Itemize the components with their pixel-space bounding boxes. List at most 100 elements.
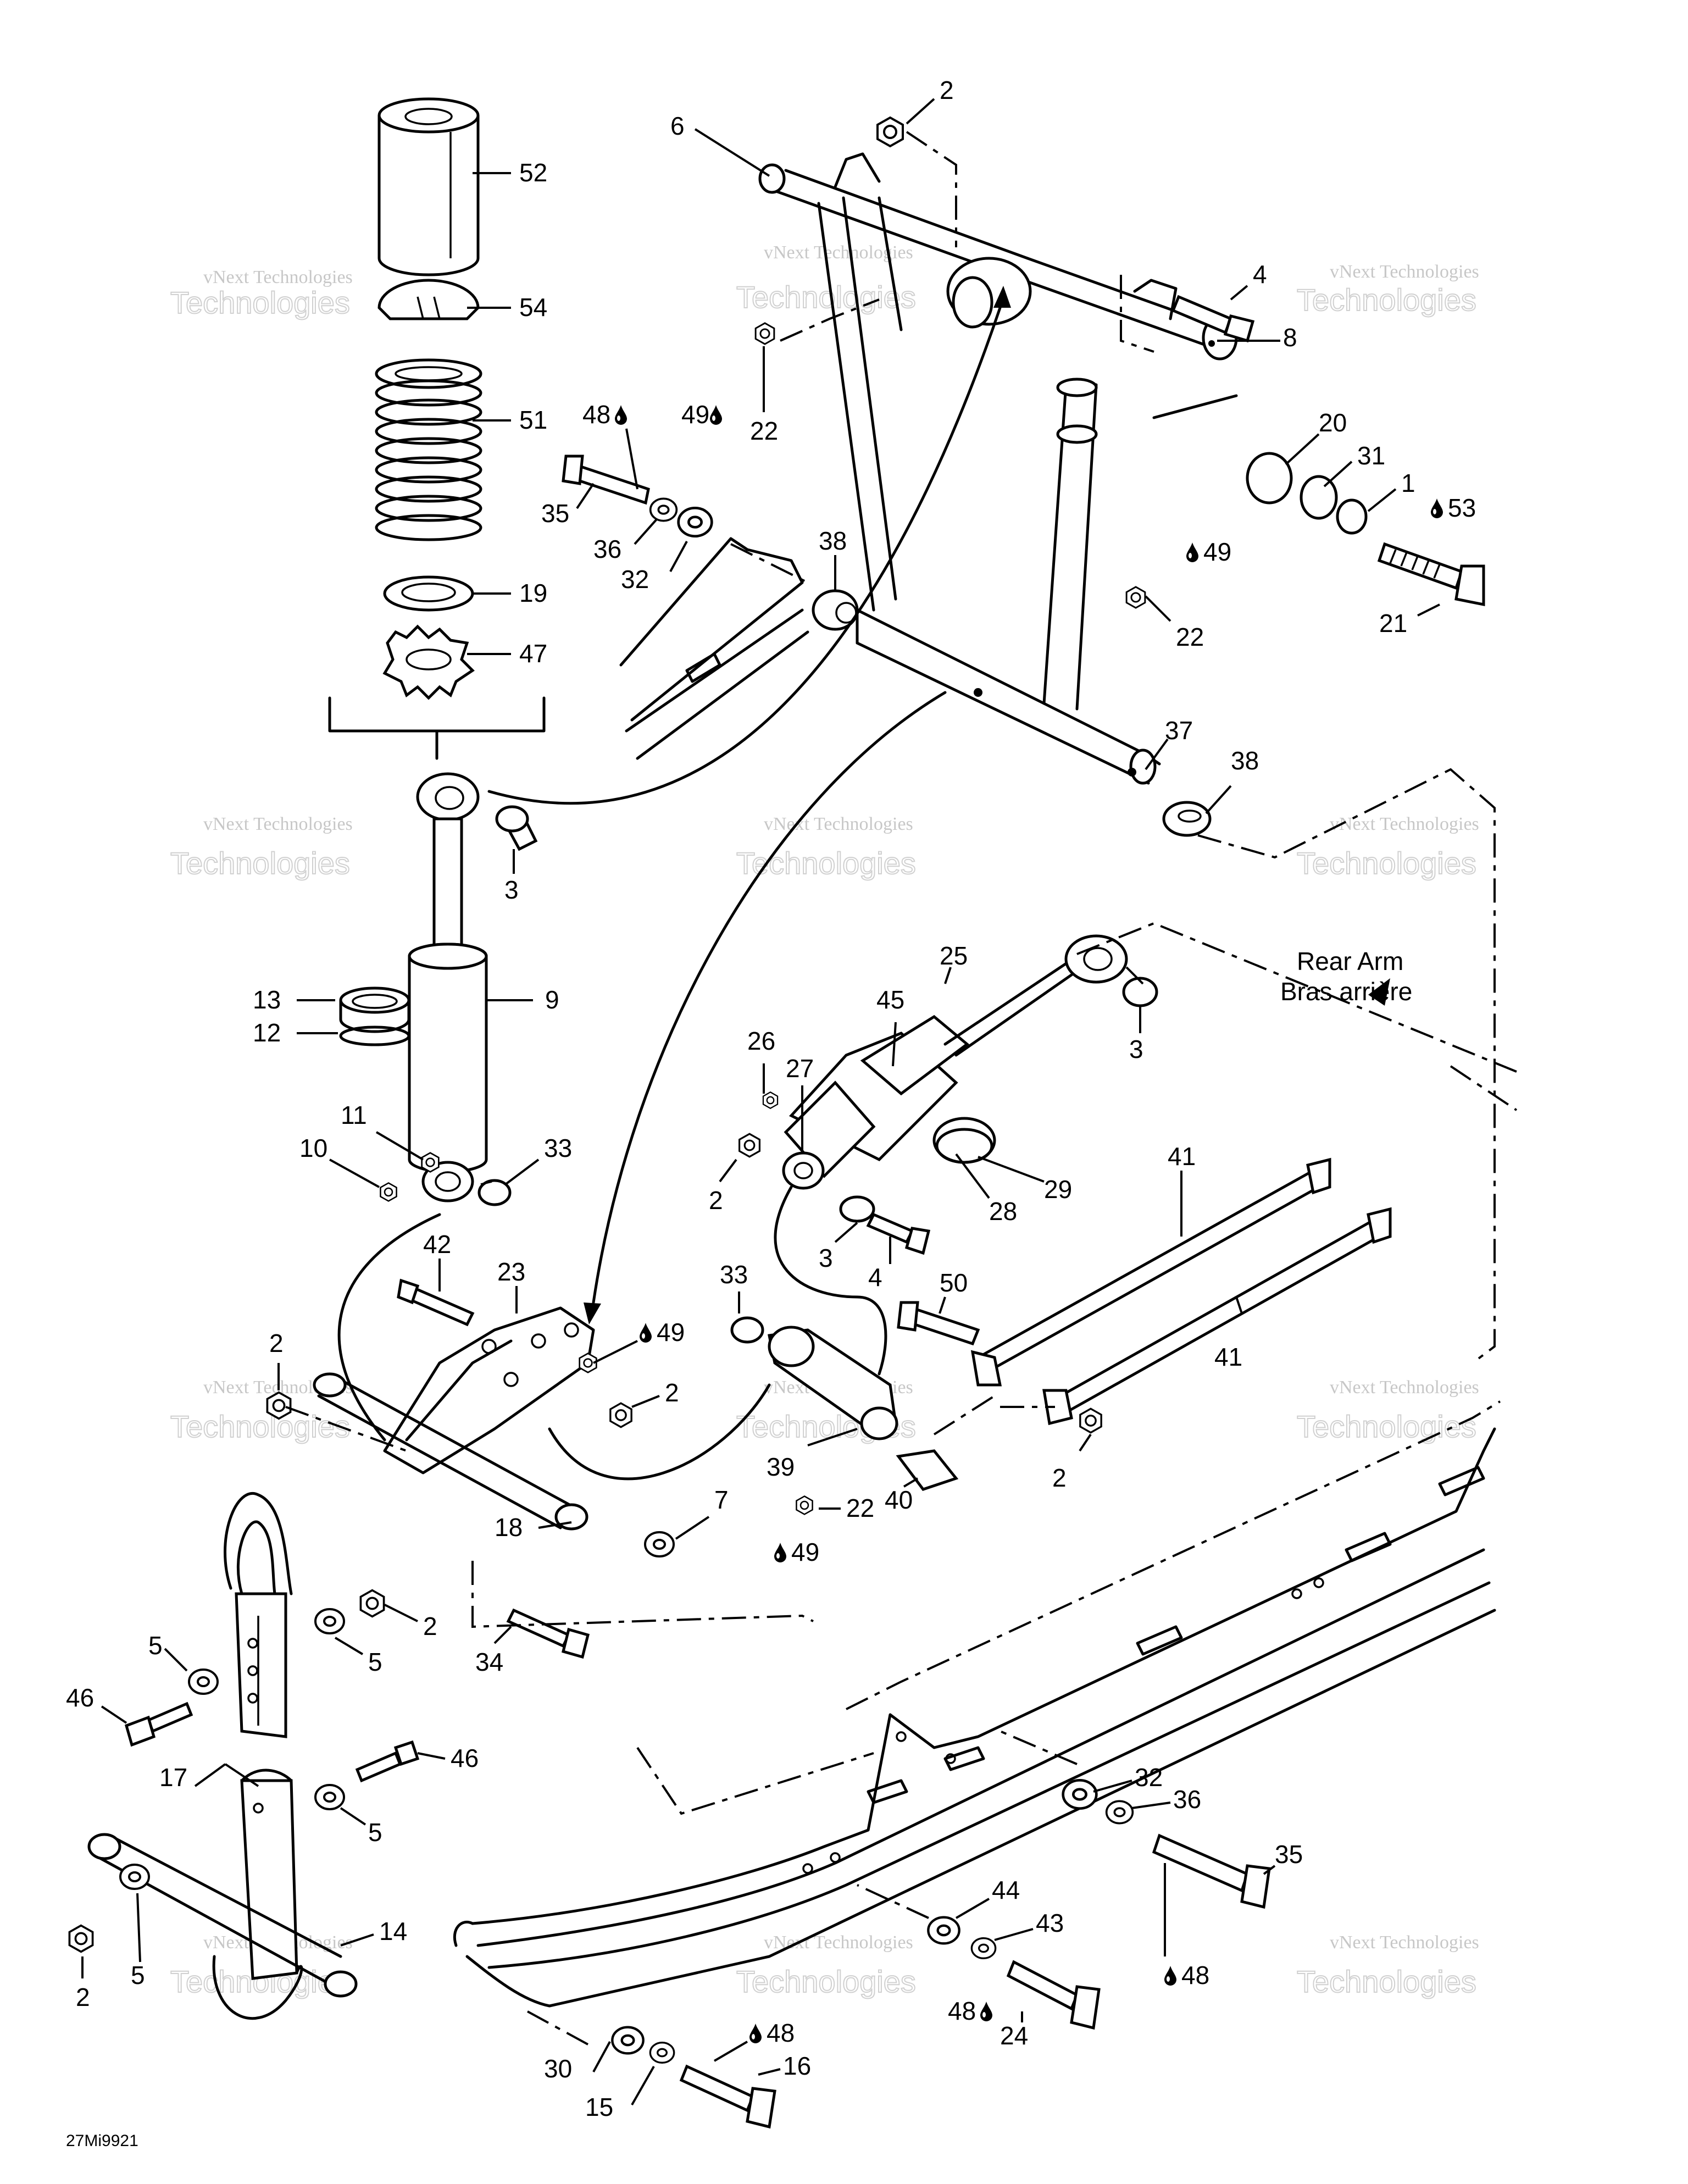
watermark: vNext Technologies Technologies [1296, 814, 1479, 881]
oil-drop-icon [1164, 1966, 1176, 1986]
callout-26: 26 [747, 1027, 775, 1055]
callout-27: 27 [786, 1054, 814, 1083]
callout-32: 32 [1135, 1763, 1163, 1792]
callout-28: 28 [989, 1197, 1017, 1226]
watermark-text: Technologies [736, 846, 916, 880]
callout-11: 11 [341, 1101, 367, 1129]
callout-43: 43 [1036, 1909, 1064, 1937]
oil-drop-icon [1431, 498, 1443, 518]
grease-fitting-icon [380, 1182, 397, 1202]
oil-drop-icon [774, 1543, 786, 1562]
bolt [897, 1301, 980, 1346]
callout-33: 33 [720, 1260, 748, 1289]
callout-48: 48 [767, 2019, 795, 2047]
spring-seat [383, 575, 474, 612]
callout-14: 14 [379, 1917, 407, 1945]
callout-8: 8 [1283, 323, 1297, 352]
callout-2: 2 [76, 1983, 90, 2011]
callout-51: 51 [519, 406, 547, 434]
washer-icon [644, 1531, 675, 1557]
washer-icon [649, 2042, 675, 2064]
washer-icon [970, 1937, 997, 1959]
callout-31: 31 [1357, 441, 1385, 470]
callout-22: 22 [846, 1494, 874, 1522]
grease-fitting-icon [1125, 586, 1146, 609]
oil-drop-icon [980, 2002, 992, 2021]
watermark-text: vNext Technologies [203, 814, 353, 834]
bushing [477, 1179, 512, 1206]
watermark-text: vNext Technologies [764, 814, 913, 834]
callout-42: 42 [423, 1230, 451, 1259]
watermark: vNext Technologies Technologies [170, 814, 353, 881]
spacer [1300, 475, 1338, 520]
callout-48: 48 [582, 400, 610, 429]
callout-9: 9 [545, 985, 559, 1014]
washer-icon [119, 1864, 150, 1890]
grease-fitting-icon [421, 1152, 440, 1173]
bushing [730, 1316, 764, 1344]
callout-22: 22 [750, 417, 778, 445]
washer-icon [1063, 1780, 1097, 1808]
callout-49: 49 [657, 1318, 685, 1346]
callout-34: 34 [475, 1648, 503, 1676]
callout-48: 48 [1181, 1961, 1209, 1989]
nut-icon [738, 1133, 761, 1158]
shaft-end [554, 1503, 588, 1531]
callout-30: 30 [544, 2054, 572, 2083]
rear-arm-label-fr: Bras arrière [1280, 977, 1412, 1006]
nut-icon [359, 1589, 385, 1618]
watermark-text: Technologies [170, 1409, 350, 1444]
shock-bumper [339, 986, 410, 1046]
rear-shock-assembly [730, 934, 1392, 1515]
callout-41: 41 [1214, 1343, 1242, 1371]
callout-23: 23 [497, 1257, 525, 1286]
oil-drop-icon [1186, 542, 1198, 562]
callout-10: 10 [299, 1134, 327, 1162]
callout-19: 19 [519, 579, 547, 607]
assembly-bracket [328, 696, 546, 733]
callout-49: 49 [791, 1538, 819, 1566]
callout-5: 5 [148, 1631, 163, 1660]
washer-icon [1105, 1800, 1134, 1825]
callout-49: 49 [681, 400, 709, 429]
callout-48: 48 [948, 1997, 976, 2025]
callout-3: 3 [819, 1244, 833, 1272]
grease-fitting-icon [762, 1091, 779, 1109]
callout-32: 32 [621, 565, 649, 594]
callout-39: 39 [767, 1453, 795, 1481]
callout-3: 3 [1129, 1035, 1143, 1063]
bolt [1377, 542, 1485, 607]
bushing [495, 805, 538, 851]
callout-46: 46 [66, 1683, 94, 1712]
shock-assembly [328, 97, 546, 1206]
callout-47: 47 [519, 639, 547, 668]
nut-icon [876, 117, 904, 147]
callout-5: 5 [368, 1648, 382, 1676]
watermark: vNext Technologies Technologies [1296, 1932, 1479, 1999]
oil-drop-icon [710, 405, 722, 425]
oil-drop-icon [640, 1323, 652, 1343]
watermark: vNext Technologies Technologies [1296, 1377, 1479, 1444]
watermark-text: vNext Technologies [1330, 1377, 1479, 1398]
spacer [1246, 452, 1293, 505]
callout-2: 2 [1052, 1464, 1067, 1492]
assembly-lines [285, 131, 1518, 2046]
callout-36: 36 [1173, 1785, 1201, 1814]
shock-absorber [408, 772, 488, 1202]
watermark-text: Technologies [736, 280, 916, 314]
rear-arm-arrow-icon [1368, 978, 1390, 1006]
callout-46: 46 [451, 1744, 479, 1772]
bolt [1152, 1833, 1271, 1909]
callout-54: 54 [519, 293, 547, 321]
callout-5: 5 [131, 1961, 145, 1989]
bushing [1162, 801, 1212, 837]
watermark-text: Technologies [1297, 1964, 1476, 1999]
callout-53: 53 [1448, 494, 1476, 522]
callout-1: 1 [1401, 469, 1415, 497]
watermark-text: vNext Technologies [1330, 1932, 1479, 1953]
watermark-text: Technologies [736, 1964, 916, 1999]
callout-25: 25 [940, 941, 968, 970]
bolt [1006, 1960, 1101, 2030]
callout-4: 4 [1253, 260, 1267, 289]
callout-2: 2 [940, 76, 954, 104]
